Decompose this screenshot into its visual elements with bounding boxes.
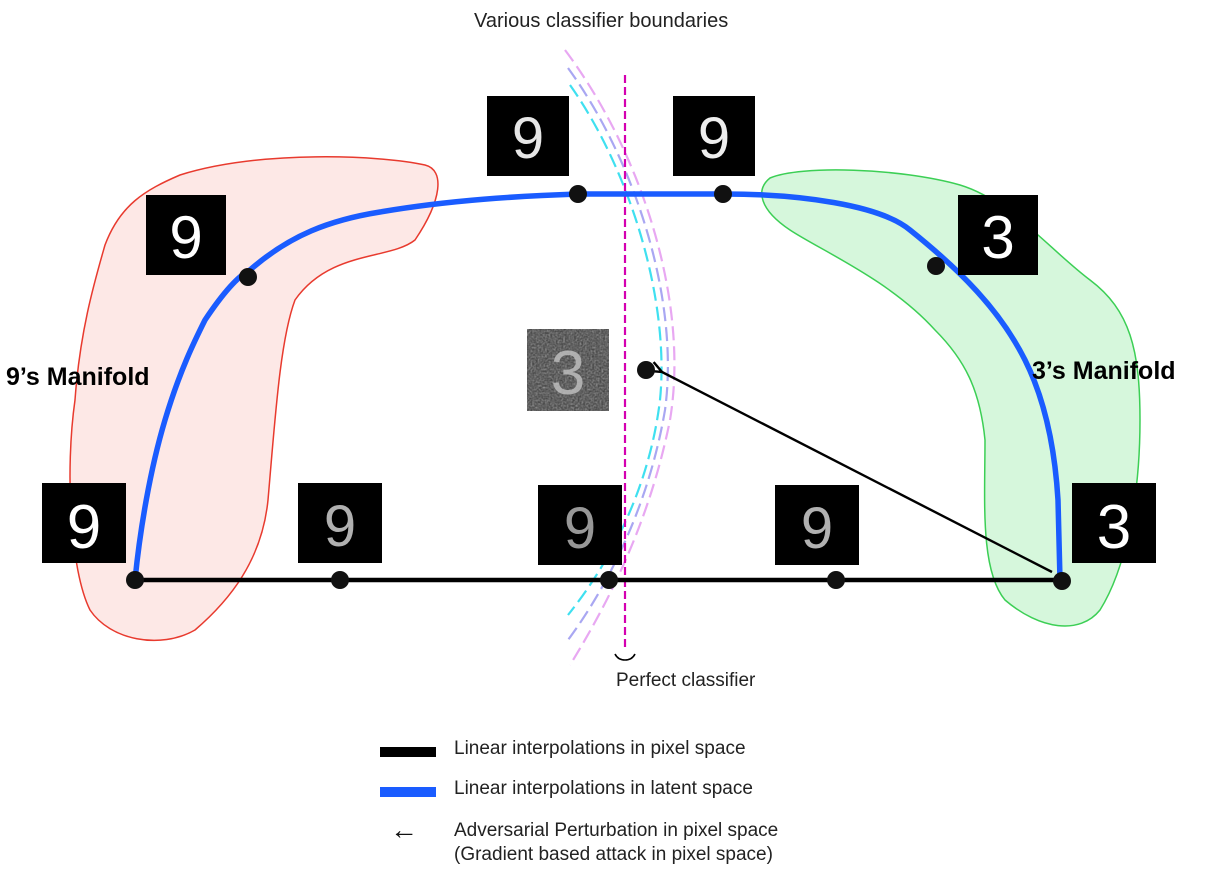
digit-thumbnail-latent-0: 9	[146, 195, 226, 275]
digit-glyph: 9	[169, 204, 202, 271]
digit-thumbnail-adversarial: 3	[527, 329, 609, 411]
digit-thumbnail-pixel-0: 9	[42, 483, 126, 563]
manifold-9-region	[69, 156, 439, 642]
interpolation-points	[126, 185, 1071, 590]
point-pixel-3	[827, 571, 845, 589]
digit-glyph: 9	[324, 494, 356, 559]
boundary-curve-pink	[564, 49, 676, 666]
digit-thumbnail-latent-1: 9	[487, 96, 569, 176]
perfect-classifier-label: Perfect classifier	[616, 670, 756, 691]
digit-thumbnail-latent-2: 9	[673, 96, 755, 176]
digit-glyph: 9	[512, 106, 544, 171]
digit-glyph: 9	[67, 493, 101, 562]
manifold-9-label: 9’s Manifold	[6, 363, 150, 391]
diagram-title: Various classifier boundaries	[474, 10, 729, 32]
perfect-classifier-brace	[614, 653, 636, 661]
digit-thumbnail-pixel-2: 9	[538, 485, 622, 565]
point-pixel-2	[600, 571, 618, 589]
digit-thumbnail-pixel-3: 9	[775, 485, 859, 565]
digit-glyph: 3	[551, 339, 585, 408]
point-latent-4	[927, 257, 945, 275]
manifold-3-label: 3’s Manifold	[1032, 357, 1176, 385]
point-3-end	[1053, 572, 1071, 590]
black-line-swatch	[380, 747, 436, 757]
legend-label: Linear interpolations in pixel space	[454, 738, 746, 759]
legend-label: Linear interpolations in latent space	[454, 778, 753, 799]
point-latent-3	[714, 185, 732, 203]
boundary-curve-violet	[567, 67, 669, 641]
point-pixel-1	[331, 571, 349, 589]
point-latent-2	[569, 185, 587, 203]
digit-thumbnail-pixel-4: 3	[1072, 483, 1156, 563]
legend-label: Adversarial Perturbation in pixel space	[454, 820, 779, 841]
left-arrow-icon: ←	[390, 814, 418, 845]
digit-glyph: 9	[801, 496, 833, 561]
point-9-start	[126, 571, 144, 589]
point-latent-1	[239, 268, 257, 286]
adversarial-arrow	[662, 372, 1053, 574]
digit-thumbnail-pixel-1: 9	[298, 483, 382, 563]
legend-sublabel: (Gradient based attack in pixel space)	[454, 844, 773, 865]
digit-glyph: 9	[698, 106, 730, 171]
digit-glyph: 3	[981, 204, 1014, 271]
digit-glyph: 3	[1097, 493, 1131, 562]
point-adversarial	[637, 361, 655, 379]
blue-line-swatch	[380, 787, 436, 797]
latent-interpolation-path	[132, 191, 1063, 583]
digit-thumbnail-latent-3: 3	[958, 195, 1038, 275]
digit-glyph: 9	[564, 496, 596, 561]
